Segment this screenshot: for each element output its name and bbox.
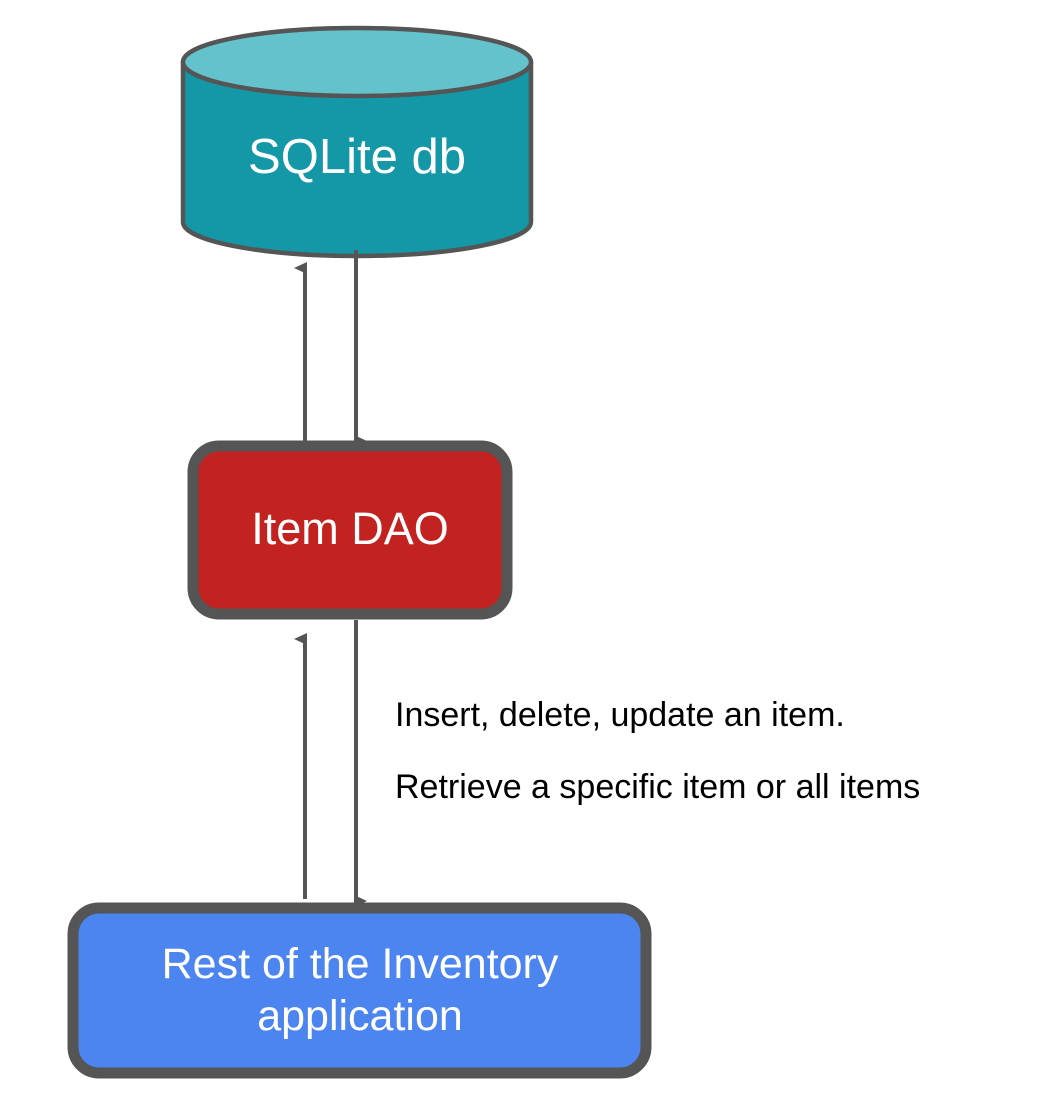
node-inventory-app[interactable]: [67, 902, 652, 1079]
item-dao-rect: [187, 440, 513, 620]
annotation-write-operations: Insert, delete, update an item.: [395, 696, 845, 734]
node-item-dao[interactable]: [187, 440, 513, 620]
annotation-read-operations: Retrieve a specific item or all items: [395, 768, 921, 806]
inventory-app-rect: [67, 902, 652, 1079]
cylinder-body: [180, 59, 534, 259]
node-sqlite-db[interactable]: [180, 25, 534, 259]
cylinder-top: [180, 25, 534, 99]
